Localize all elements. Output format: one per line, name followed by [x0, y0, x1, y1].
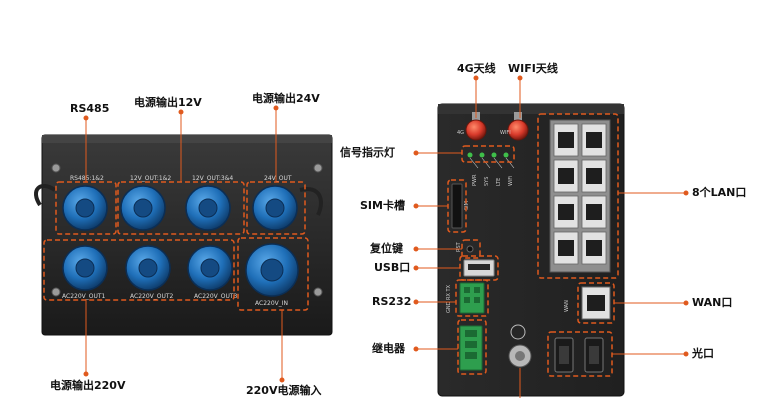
callout-fiber-port: 光口	[692, 347, 714, 360]
connector-ac-out2	[125, 245, 171, 291]
callout-wifi-antenna: WIFI天线	[508, 62, 558, 75]
left-highlight-boxes	[43, 181, 309, 311]
port-label-12v-b: 12V_OUT:3&4	[192, 175, 233, 182]
port-label-rs485: RS485:1&2	[70, 175, 104, 182]
port-label-ac-out3: AC220V_OUT3	[194, 293, 238, 300]
relay-terminal	[459, 325, 483, 371]
connector-24v-out	[252, 185, 298, 231]
connector-ac-out1	[62, 245, 108, 291]
callout-sim-slot: SIM卡槽	[360, 199, 405, 212]
left-leader-lines	[83, 105, 285, 383]
led-label-sys: SYS	[484, 177, 490, 186]
port-label-24v: 24V_OUT	[264, 175, 292, 182]
callout-signal-leds: 信号指示灯	[340, 146, 395, 159]
lan-ports	[549, 119, 611, 273]
label-sim: SIM	[464, 201, 470, 210]
fiber-ports	[554, 337, 604, 373]
port-label-ac-out1: AC220V_OUT1	[62, 293, 106, 300]
wan-port	[581, 286, 611, 320]
led-label-wifi: WiFi	[508, 176, 514, 186]
callout-rs232: RS232	[372, 295, 412, 308]
rs232-terminal	[459, 282, 485, 314]
connector-rs485	[62, 185, 108, 231]
reset-button	[466, 245, 474, 253]
callout-lan-ports: 8个LAN口	[692, 186, 747, 199]
sim-slot	[451, 183, 463, 229]
port-label-ac-in: AC220V_IN	[255, 300, 288, 307]
callout-220v-out: 电源输出220V	[50, 379, 126, 392]
callout-4g-antenna: 4G天线	[457, 62, 496, 75]
label-4g: 4G	[457, 130, 464, 136]
right-device: 4G WIFI PWR SYS LTE WiFi SIM RST	[413, 75, 689, 398]
callout-relay: 继电器	[372, 342, 405, 355]
connector-ac-out3	[187, 245, 233, 291]
label-wifi: WIFI	[500, 130, 511, 136]
callout-24v-out: 电源输出24V	[252, 92, 320, 105]
led-label-lte: LTE	[496, 178, 502, 186]
status-leds	[467, 152, 515, 169]
port-label-12v-a: 12V_OUT:1&2	[130, 175, 171, 182]
led-label-pwr: PWR	[472, 174, 478, 186]
antenna-wifi	[507, 112, 529, 141]
label-rst: RST	[456, 241, 462, 252]
connector-ac-in	[245, 243, 299, 297]
port-label-ac-out2: AC220V_OUT2	[130, 293, 174, 300]
callout-220v-in: 220V电源输入	[246, 384, 322, 397]
connector-12v-out-1	[120, 185, 166, 231]
connector-12v-out-2	[185, 185, 231, 231]
callout-wan-port: WAN口	[692, 296, 733, 309]
callout-reset: 复位键	[370, 242, 403, 255]
callout-usb: USB口	[374, 261, 411, 274]
callout-rs485: RS485	[70, 102, 110, 115]
callout-12v-out: 电源输出12V	[134, 96, 202, 109]
right-leader-lines	[413, 75, 689, 398]
left-device: RS485:1&2 12V_OUT:1&2 12V_OUT:3&4 24V_OU…	[34, 105, 333, 383]
label-wan: WAN	[564, 300, 570, 312]
label-rs232-pins: GND RX TX	[446, 284, 452, 313]
